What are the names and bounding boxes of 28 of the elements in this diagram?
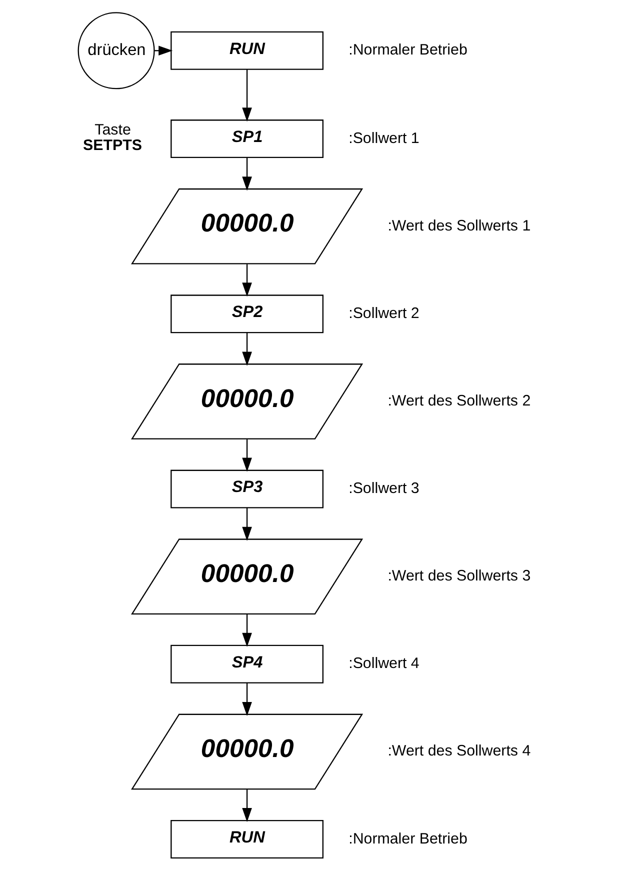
node-label: :Normaler Betrieb <box>348 42 468 59</box>
arrow <box>242 439 252 472</box>
node-box: RUN <box>170 820 324 859</box>
arrow <box>242 790 252 822</box>
node-label: :Wert des Sollwerts 4 <box>388 742 531 760</box>
node-label: :Wert des Sollwerts 2 <box>388 392 531 410</box>
node-box: SP2 <box>170 294 324 334</box>
node-label: SETPTS <box>83 136 142 154</box>
arrow <box>242 508 252 541</box>
arrow <box>242 70 252 122</box>
node-label: :Wert des Sollwerts 1 <box>388 217 531 234</box>
node-label: :Normaler Betrieb <box>348 830 468 848</box>
node-box: RUN <box>170 31 324 70</box>
arrow <box>242 264 252 297</box>
node-label: :Sollwert 4 <box>348 655 420 672</box>
arrow <box>242 683 252 716</box>
node-label: :Sollwert 2 <box>348 304 420 322</box>
arrow <box>242 332 252 366</box>
node-box: SP4 <box>170 644 324 684</box>
node-box: SP3 <box>170 470 324 508</box>
node-label: :Sollwert 3 <box>348 480 420 498</box>
node-label: Taste <box>94 122 131 139</box>
node-circle: drücken <box>78 12 155 90</box>
node-label: :Wert des Sollwerts 3 <box>388 568 531 585</box>
arrow <box>242 158 252 191</box>
node-box: SP1 <box>170 120 324 158</box>
node-label: :Sollwert 1 <box>348 130 420 147</box>
arrow <box>242 614 252 647</box>
